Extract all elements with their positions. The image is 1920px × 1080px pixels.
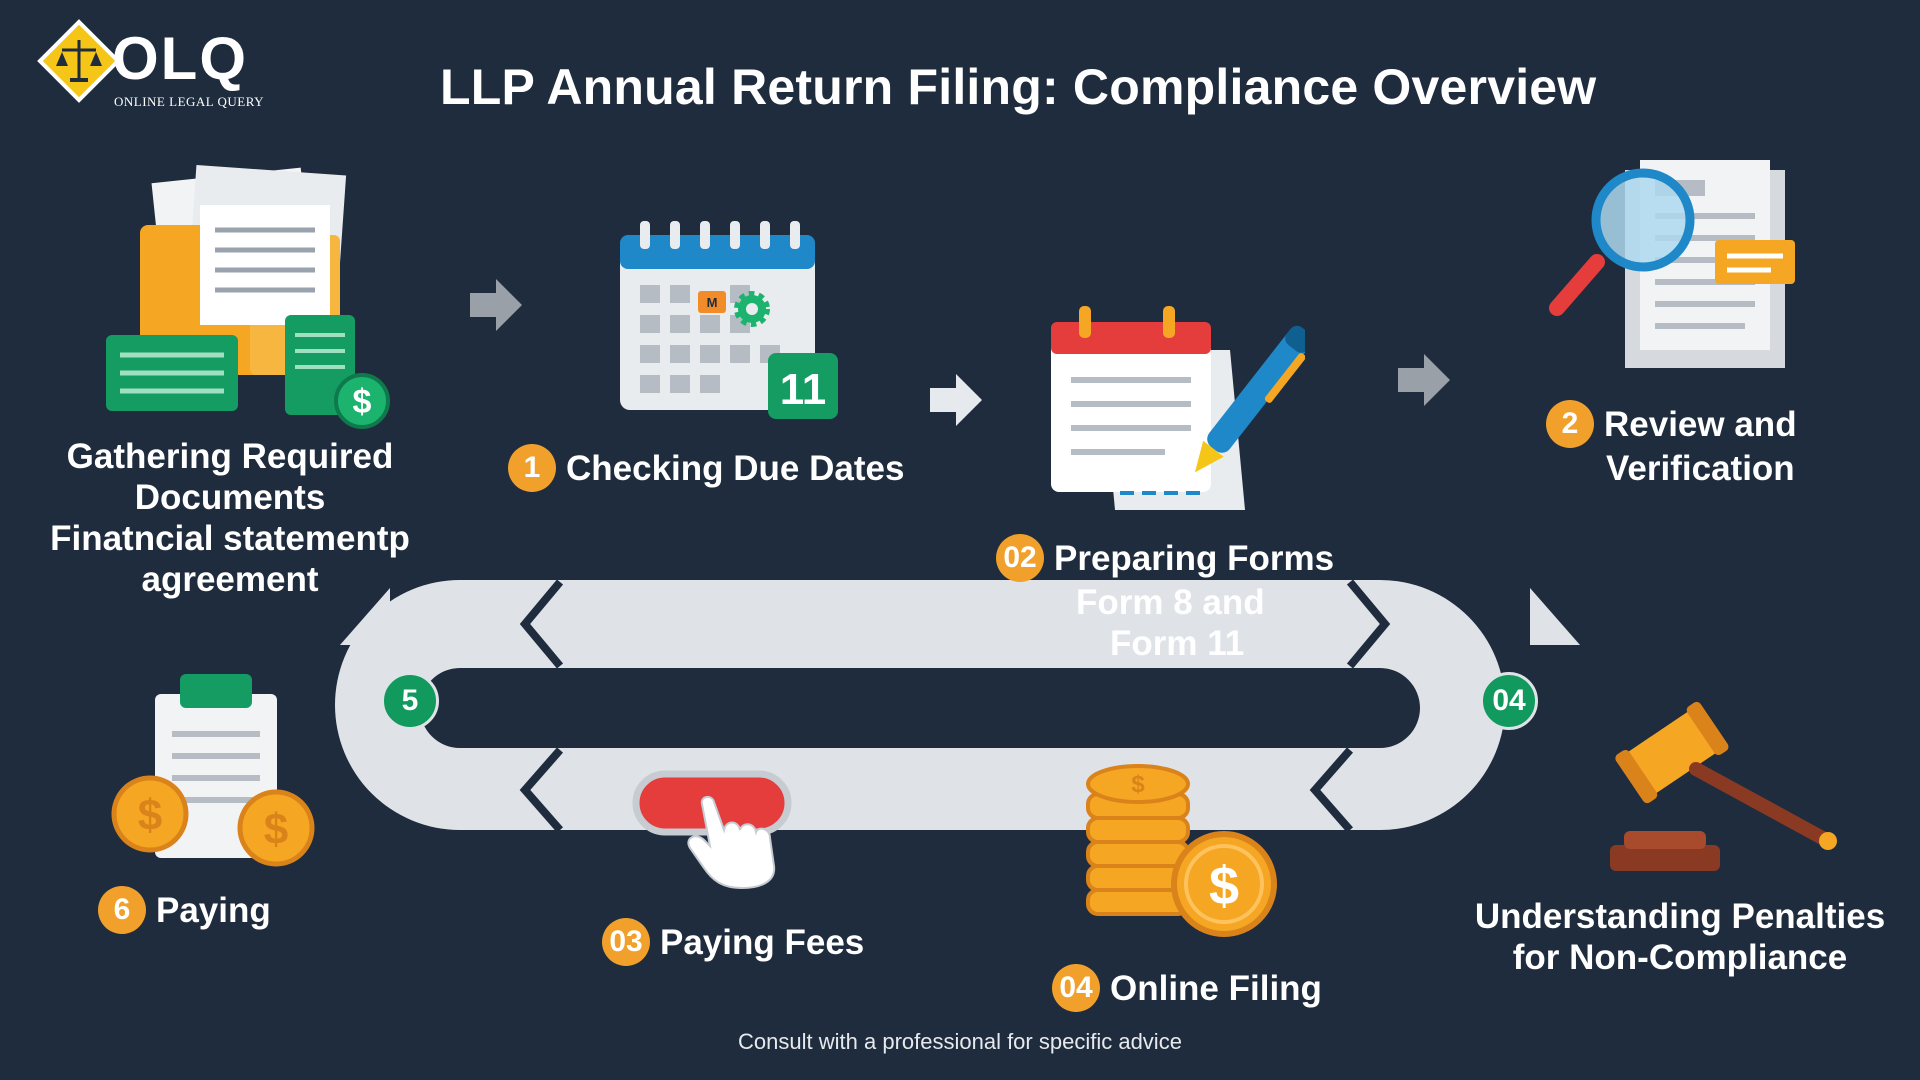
step-review-line-2: Verification [1606,449,1795,488]
svg-text:$: $ [138,791,162,840]
folder-documents-icon: $ [106,165,390,429]
svg-text:$: $ [1209,856,1239,916]
magnifier-document-icon [1549,160,1795,368]
svg-text:$: $ [353,383,372,421]
calendar-marker: M [707,295,718,310]
step-gathering-label: Gathering Required Documents Finatncial … [40,436,420,600]
step-review-line-1: Review and [1604,404,1797,444]
clipboard-coins-icon: $ $ [111,674,315,867]
svg-text:$: $ [1131,771,1145,798]
step-preparing: 02 Preparing Forms Form 8 and Form 11 [996,534,1334,664]
step-badge-04: 04 [1052,964,1100,1012]
arrow-right-icon [470,279,522,331]
step-paying: 6 Paying [98,886,271,934]
step-badge-03: 03 [602,918,650,966]
step-paying-fees-label: Paying Fees [660,922,865,962]
loop-badge-left: 5 [381,672,439,730]
calendar-icon: M 11 [620,221,838,419]
step-preparing-line-2: Form 8 and [1076,583,1265,622]
step-online-filing: 04 Online Filing [1052,964,1322,1012]
step-gathering-line-3: Finatncial statementp [50,519,410,558]
step-review: 2 Review and Verification [1546,400,1797,489]
coin-stack-icon: $ $ [1086,764,1277,937]
pay-button-click-icon [632,770,792,890]
document-pen-icon [1051,306,1305,510]
step-preparing-line-1: Preparing Forms [1054,538,1335,578]
step-gathering-line-1: Gathering Required [66,437,394,476]
calendar-day: 11 [780,365,827,414]
arrow-right-icon [1398,354,1450,406]
step-paying-fees: 03 Paying Fees [602,918,864,966]
step-badge-02: 02 [996,534,1044,582]
step-penalties-line-1: Understanding Penalties [1474,897,1886,936]
footer-disclaimer: Consult with a professional for specific… [738,1029,1182,1054]
step-gathering-line-2: Documents [134,478,326,517]
scales-of-justice-icon [37,19,121,103]
step-paying-label: Paying [156,890,271,930]
step-due-dates-label: Checking Due Dates [566,448,905,488]
gavel-icon [1610,701,1837,871]
step-badge-1: 1 [508,444,556,492]
step-online-filing-label: Online Filing [1110,968,1322,1008]
brand-tagline: ONLINE LEGAL QUERY [114,94,265,109]
svg-text:$: $ [264,805,288,854]
step-badge-6: 6 [98,886,146,934]
step-gathering-line-4: agreement [141,560,319,599]
step-due-dates: 1 Checking Due Dates [508,444,904,492]
step-preparing-line-3: Form 11 [1110,624,1245,663]
loop-badge-right: 04 [1480,672,1538,730]
step-penalties-line-2: for Non-Compliance [1512,938,1848,977]
page-title: LLP Annual Return Filing: Compliance Ove… [440,59,1597,115]
step-badge-2: 2 [1546,400,1594,448]
brand-name: OLQ [112,25,248,92]
arrow-right-icon [930,374,982,426]
step-penalties-label: Understanding Penalties for Non-Complian… [1470,896,1890,978]
process-loop [335,579,1580,833]
